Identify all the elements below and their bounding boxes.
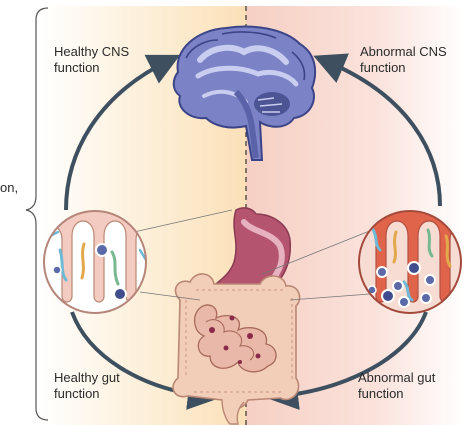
- healthy-cns-label: Healthy CNS function: [54, 44, 129, 76]
- abnormal-cns-label-line2: function: [360, 60, 447, 76]
- healthy-gut-label-line1: Healthy gut: [54, 370, 120, 386]
- abnormal-cns-label-line1: Abnormal CNS: [360, 44, 447, 60]
- abnormal-gut-label-line1: Abnormal gut: [358, 370, 435, 386]
- healthy-cns-label-line2: function: [54, 60, 129, 76]
- healthy-cns-label-line1: Healthy CNS: [54, 44, 129, 60]
- abnormal-gut-label-line2: function: [358, 386, 435, 402]
- healthy-gut-label: Healthy gut function: [54, 370, 120, 402]
- abnormal-gut-label: Abnormal gut function: [358, 370, 435, 402]
- side-text-fragment: on,: [0, 180, 18, 196]
- abnormal-cns-label: Abnormal CNS function: [360, 44, 447, 76]
- healthy-gut-label-line2: function: [54, 386, 120, 402]
